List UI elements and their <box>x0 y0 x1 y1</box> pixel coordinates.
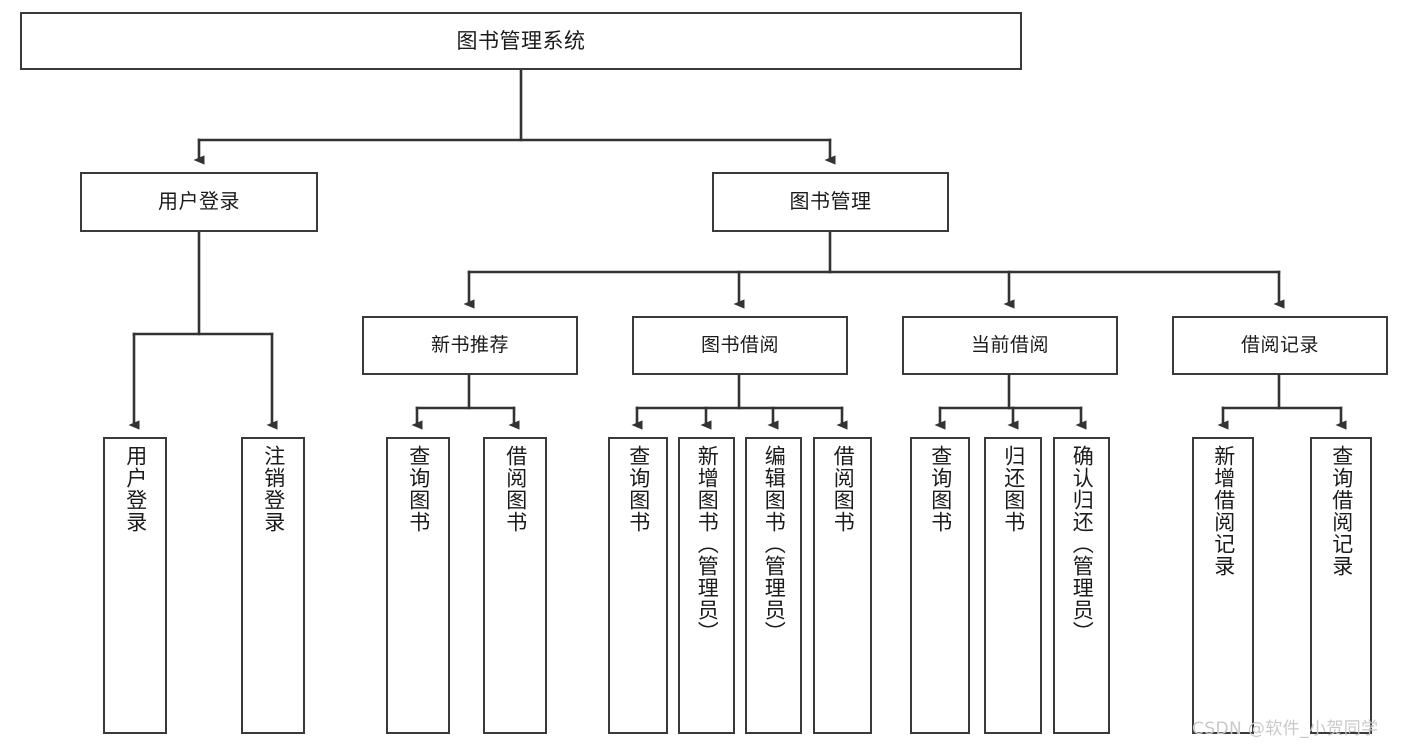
node-leaf-borrow-book-1[interactable]: 借阅图书 <box>483 437 547 734</box>
node-book-manage[interactable]: 图书管理 <box>712 172 949 232</box>
node-leaf-query-book-1-label: 查询图书 <box>406 445 431 533</box>
node-leaf-add-record-label: 新增借阅记录 <box>1211 445 1236 577</box>
node-leaf-return-book[interactable]: 归还图书 <box>984 437 1042 734</box>
node-leaf-confirm-return-label: 确认归还（管理员） <box>1070 445 1095 643</box>
node-leaf-query-book-3[interactable]: 查询图书 <box>910 437 970 734</box>
node-borrow-record[interactable]: 借阅记录 <box>1172 316 1388 375</box>
node-book-manage-label: 图书管理 <box>789 189 872 214</box>
node-user-login-label: 用户登录 <box>158 189 240 214</box>
node-borrow-record-label: 借阅记录 <box>1240 334 1319 357</box>
node-leaf-user-login-label: 用户登录 <box>123 445 148 533</box>
node-leaf-query-record[interactable]: 查询借阅记录 <box>1310 437 1372 734</box>
node-leaf-add-book-label: 新增图书（管理员） <box>695 445 720 643</box>
node-new-book-rec[interactable]: 新书推荐 <box>362 316 578 375</box>
node-leaf-edit-book-label: 编辑图书（管理员） <box>762 445 787 643</box>
node-leaf-query-record-label: 查询借阅记录 <box>1329 445 1354 577</box>
node-current-borrow-label: 当前借阅 <box>970 334 1049 357</box>
node-leaf-return-book-label: 归还图书 <box>1001 445 1026 533</box>
csdn-watermark: CSDN @软件_小贺同学 <box>1192 719 1379 739</box>
node-leaf-confirm-return[interactable]: 确认归还（管理员） <box>1053 437 1110 734</box>
node-book-borrow[interactable]: 图书借阅 <box>632 316 848 375</box>
node-leaf-query-book-2[interactable]: 查询图书 <box>608 437 668 734</box>
node-leaf-borrow-book-1-label: 借阅图书 <box>503 445 528 533</box>
node-leaf-user-login[interactable]: 用户登录 <box>103 437 167 734</box>
node-leaf-edit-book[interactable]: 编辑图书（管理员） <box>745 437 802 734</box>
node-root[interactable]: 图书管理系统 <box>20 12 1022 70</box>
node-leaf-user-logout-label: 注销登录 <box>261 445 286 533</box>
node-leaf-query-book-2-label: 查询图书 <box>626 445 651 533</box>
node-new-book-rec-label: 新书推荐 <box>430 334 509 357</box>
node-root-label: 图书管理系统 <box>456 28 586 53</box>
node-leaf-query-book-1[interactable]: 查询图书 <box>386 437 450 734</box>
node-leaf-user-logout[interactable]: 注销登录 <box>241 437 305 734</box>
node-leaf-add-book[interactable]: 新增图书（管理员） <box>678 437 735 734</box>
node-leaf-add-record[interactable]: 新增借阅记录 <box>1192 437 1254 734</box>
node-leaf-borrow-book-2[interactable]: 借阅图书 <box>813 437 872 734</box>
node-current-borrow[interactable]: 当前借阅 <box>902 316 1118 375</box>
node-user-login[interactable]: 用户登录 <box>80 172 318 232</box>
node-leaf-borrow-book-2-label: 借阅图书 <box>831 445 856 533</box>
node-leaf-query-book-3-label: 查询图书 <box>928 445 953 533</box>
node-book-borrow-label: 图书借阅 <box>700 334 779 357</box>
